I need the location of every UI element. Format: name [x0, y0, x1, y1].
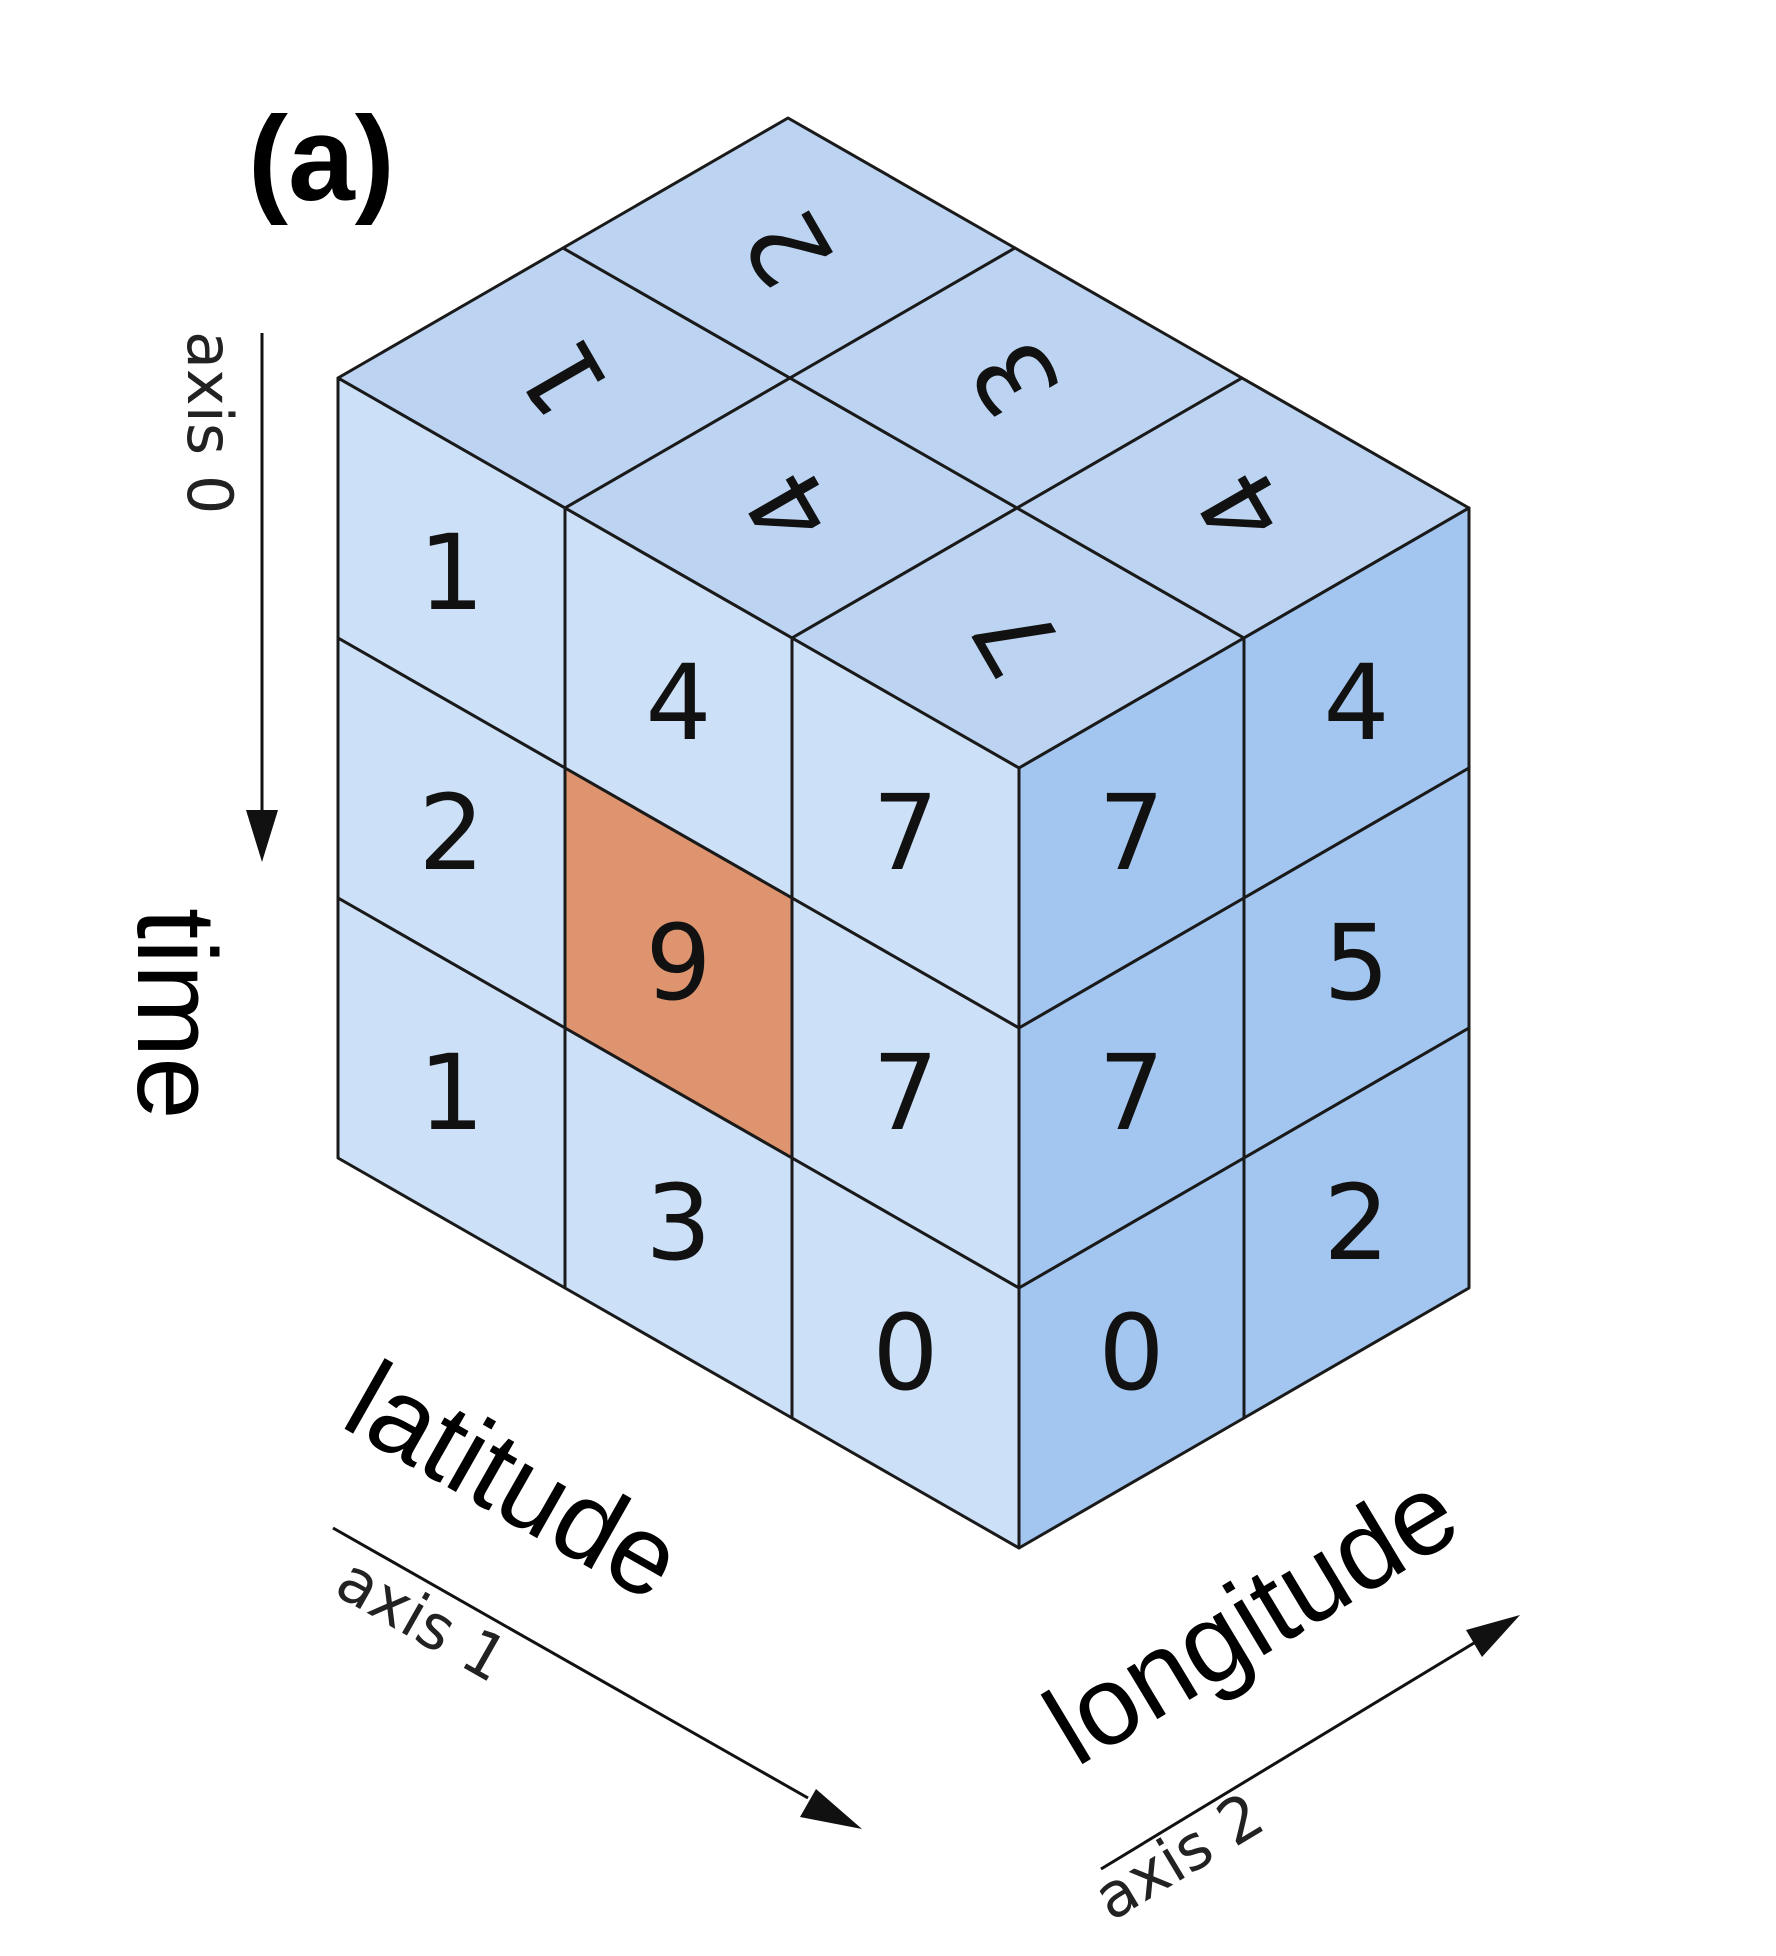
axis1-label: axis 1 [325, 1543, 521, 1697]
axis0-arrow-head [246, 810, 278, 862]
front-cell-value: 2 [418, 772, 484, 894]
axis0-annotation: axis 0 time [114, 331, 278, 1120]
front-cell-value: 7 [872, 772, 938, 894]
front-cell-value: 1 [418, 512, 484, 634]
axis2-arrow-head [1466, 1615, 1520, 1657]
front-cell-value: 7 [872, 1032, 938, 1154]
panel-label: (a) [248, 92, 395, 226]
front-cell-value: 1 [418, 1032, 484, 1154]
right-cell-value: 2 [1323, 1162, 1389, 1284]
right-cell [1242, 1026, 1471, 1420]
right-cell-value: 7 [1098, 1032, 1164, 1154]
axis2-arrow-line [1100, 1641, 1475, 1871]
right-cell-value: 4 [1323, 642, 1389, 764]
axis2-label: axis 2 [1081, 1778, 1276, 1935]
right-cell-value: 5 [1323, 902, 1389, 1024]
highlighted-cell-value: 9 [645, 902, 711, 1024]
right-cell-value: 0 [1098, 1292, 1164, 1414]
axis0-label: axis 0 [173, 331, 246, 514]
front-cell-value: 3 [645, 1162, 711, 1284]
axis2-annotation: axis 2 longitude [1024, 1447, 1520, 1935]
axis1-arrow-head [800, 1789, 862, 1829]
cube-front-face [336, 376, 1021, 1550]
cube-right-face [1017, 506, 1471, 1550]
time-label: time [114, 908, 239, 1120]
front-cell-value: 4 [645, 642, 711, 764]
axis1-arrow-line [332, 1526, 809, 1800]
right-cell-value: 7 [1098, 772, 1164, 894]
front-cell-value: 0 [872, 1292, 938, 1414]
